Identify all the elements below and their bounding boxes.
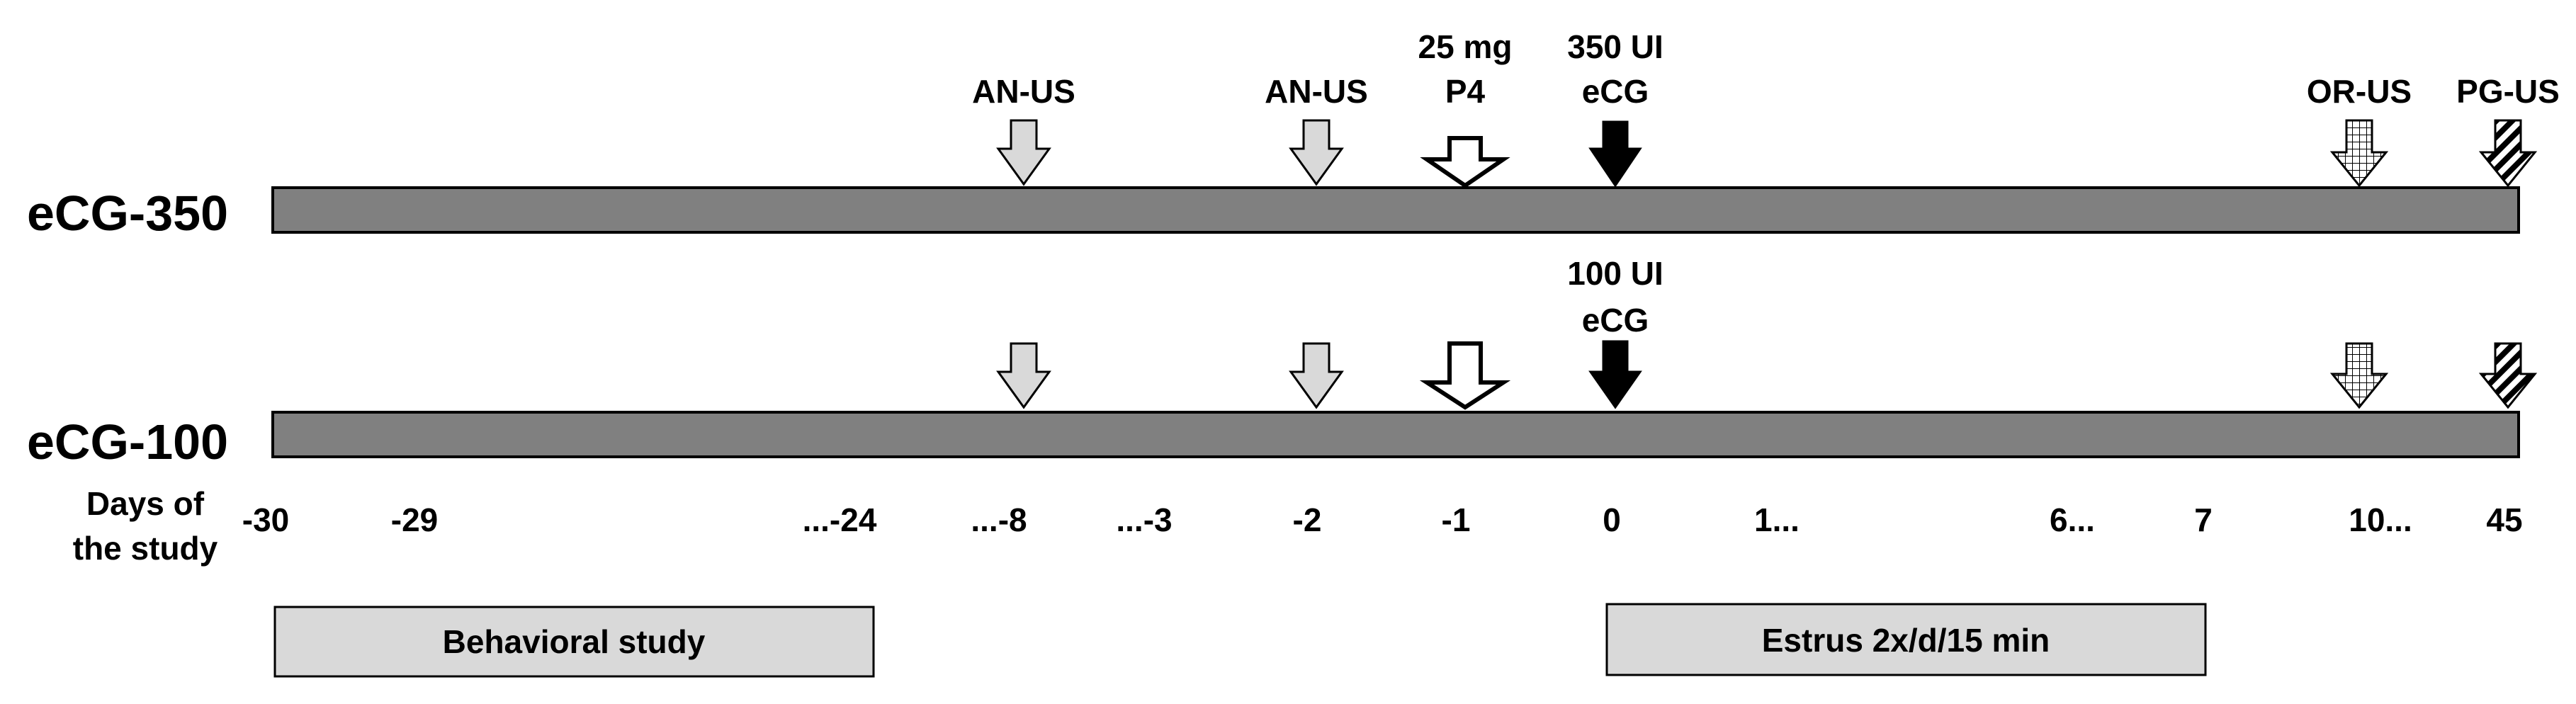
- p4-dose-label: 25 mg: [1418, 28, 1513, 65]
- day-label: -1: [1442, 501, 1471, 538]
- timeline-bar-ecg-100: [271, 411, 2520, 458]
- an-us-arrow-icon: [1289, 119, 1344, 186]
- pg-us-arrow-icon: [2478, 119, 2538, 188]
- ecg-dose-label: 350 UI: [1567, 28, 1663, 65]
- ecg-arrow-icon: [1588, 120, 1642, 188]
- an-us-arrow-icon: [996, 342, 1051, 409]
- estrus-label: Estrus 2x/d/15 min: [1762, 622, 2050, 659]
- day-label: 7: [2194, 501, 2213, 538]
- or-us-label: OR-US: [2307, 73, 2412, 110]
- an-us-label-2: AN-US: [1265, 73, 1368, 110]
- behavioral-study-label: Behavioral study: [443, 623, 706, 660]
- behavioral-study-box: [273, 606, 875, 678]
- day-label: ...-3: [1116, 501, 1172, 538]
- timeline-bar-ecg-350: [271, 186, 2520, 234]
- group-label-ecg-100: eCG-100: [27, 414, 228, 470]
- day-label: 1...: [1754, 501, 1800, 538]
- axis-title-line-1: Days of: [86, 485, 205, 522]
- axis-title-line-2: the study: [73, 530, 218, 567]
- p4-arrow-icon: [1419, 341, 1511, 410]
- day-label: 6...: [2050, 501, 2095, 538]
- p4-arrow-icon: [1420, 136, 1510, 188]
- ecg-label: eCG: [1582, 302, 1649, 339]
- an-us-arrow-icon: [996, 119, 1051, 186]
- p4-label: P4: [1445, 73, 1486, 110]
- day-label: -30: [242, 501, 289, 538]
- pg-us-arrow-icon: [2478, 342, 2538, 409]
- or-us-arrow-icon: [2329, 119, 2389, 188]
- or-us-arrow-icon: [2329, 342, 2389, 409]
- day-label: 10...: [2349, 501, 2412, 538]
- pg-us-label: PG-US: [2456, 73, 2560, 110]
- group-label-ecg-350: eCG-350: [27, 186, 228, 241]
- day-label: -2: [1293, 501, 1322, 538]
- day-label: -29: [391, 501, 438, 538]
- day-label: 45: [2486, 501, 2522, 538]
- an-us-label-1: AN-US: [972, 73, 1075, 110]
- day-label: 0: [1603, 501, 1621, 538]
- ecg-dose-label: 100 UI: [1567, 255, 1663, 292]
- estrus-box: [1605, 603, 2207, 676]
- ecg-arrow-icon: [1588, 340, 1642, 409]
- day-label: ...-24: [803, 501, 877, 538]
- ecg-label: eCG: [1582, 73, 1649, 110]
- an-us-arrow-icon: [1289, 342, 1344, 409]
- day-label: ...-8: [971, 501, 1027, 538]
